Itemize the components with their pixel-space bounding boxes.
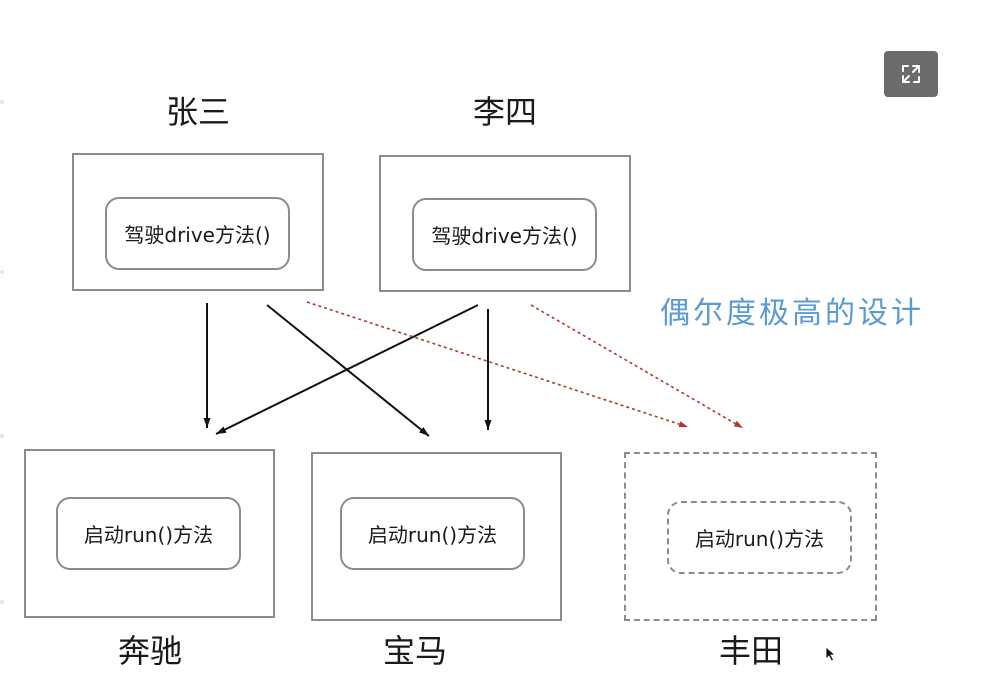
car-bmw-run-method: 启动run()方法 [340,497,525,570]
car-benz-box: 启动run()方法 [24,449,275,618]
arrow-driver-1-to-car-0 [215,304,479,435]
driver-lisi-drive-method: 驾驶drive方法() [412,198,597,271]
driver-zhangsan-box: 驾驶drive方法() [72,153,324,291]
edge-marker [0,100,4,104]
arrow-driver-0-to-car-1 [266,304,430,437]
driver-lisi-box: 驾驶drive方法() [379,155,631,292]
edge-marker [0,600,4,604]
car-benz-label: 奔驰 [117,632,182,670]
edge-marker [0,434,4,438]
car-toyota-run-method: 启动run()方法 [667,501,852,574]
mouse-pointer-icon [825,646,837,662]
fullscreen-button[interactable] [884,51,938,97]
expand-icon [902,65,920,83]
coupling-annotation: 偶尔度极高的设计 [660,296,924,331]
car-benz-run-method: 启动run()方法 [56,497,241,570]
edge-marker [0,270,4,274]
car-bmw-box: 启动run()方法 [311,452,562,621]
driver-zhangsan-drive-method: 驾驶drive方法() [105,197,290,270]
car-toyota-label: 丰田 [718,632,783,670]
driver-zhangsan-label: 张三 [165,93,230,131]
arrow-driver-0-to-car-2 [306,301,689,428]
driver-lisi-label: 李四 [472,93,537,131]
car-toyota-box: 启动run()方法 [624,452,877,621]
car-bmw-label: 宝马 [382,632,447,670]
